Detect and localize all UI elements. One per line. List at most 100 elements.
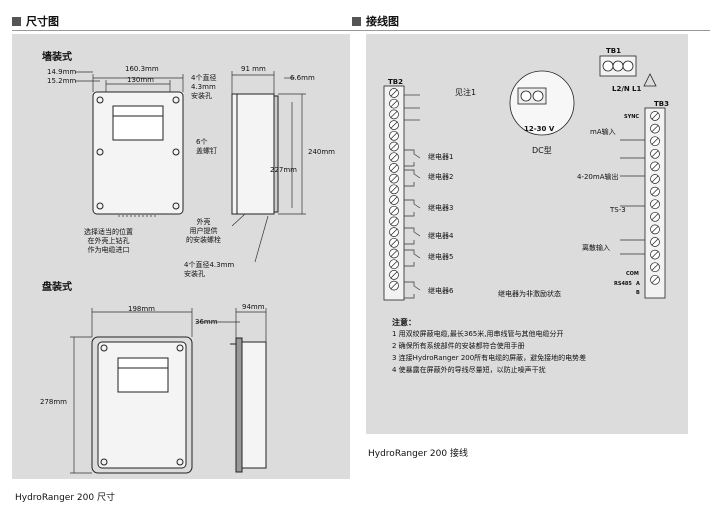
screw-slot	[390, 250, 398, 257]
screw-slot	[651, 150, 659, 158]
relay-contact-symbol	[404, 169, 421, 187]
dim-240mm: 240mm	[308, 148, 335, 156]
screw-slot	[390, 132, 398, 140]
section-title-wiring: 接线图	[366, 15, 399, 28]
b-label: B	[636, 290, 640, 296]
screw-slot	[390, 164, 398, 172]
screw-slot	[390, 207, 398, 214]
tb2-wiring	[404, 94, 420, 121]
tb2-label: TB2	[388, 78, 403, 86]
ma-output-label: 4-20mA输出	[577, 173, 619, 181]
note-4-holes: 4个直径 4.3mm 安装孔	[191, 74, 217, 100]
screw-slot	[651, 238, 659, 246]
screw-slot	[651, 175, 659, 183]
screw-slot	[390, 260, 398, 268]
screw-slot	[390, 121, 398, 129]
dc-voltage-label: 12-30 V	[524, 125, 555, 133]
tb3-wiring	[620, 139, 645, 255]
discrete-input-label: 离散输入	[582, 244, 610, 252]
panel-enclosure-front	[91, 336, 193, 474]
screw-slot	[390, 282, 398, 289]
note-cable-entry: 选择适当的位置 在外壳上钻孔 作为电缆进口	[84, 228, 133, 254]
note-6-screws: 6个 盖螺钉	[196, 138, 217, 155]
dim-130mm: 130mm	[127, 76, 154, 84]
wiring-caption: HydroRanger 200 接线	[368, 449, 468, 459]
relay1-label: 继电器1	[428, 153, 454, 161]
notes-title: 注意：	[392, 318, 416, 327]
screw-slot	[390, 153, 398, 161]
note-shell-bolts: 外壳 用户提供 的安装螺栓	[186, 218, 221, 244]
screw-slot	[390, 196, 398, 204]
screw-slot	[390, 271, 398, 279]
header-rule	[12, 30, 352, 31]
sync-label: SYNC	[624, 114, 640, 120]
screw-slot	[651, 188, 659, 195]
header-rule	[352, 30, 710, 31]
com-label: COM	[626, 271, 639, 277]
relay-contact-symbol	[404, 199, 421, 217]
relay-contact-symbol	[404, 227, 421, 245]
warning-icon	[643, 73, 657, 87]
relay-contact-symbol	[404, 281, 421, 299]
see-note-label: 见注1	[455, 88, 477, 97]
note-4: 4 使暴露在屏蔽外的导线尽量短，以防止噪声干扰	[392, 366, 546, 374]
tb2-screws	[389, 88, 399, 291]
dim-94mm: 94mm	[242, 303, 265, 311]
dc-type-label: DC型	[532, 146, 552, 155]
screw-slot	[390, 175, 398, 182]
relay-state-note: 继电器为非激励状态	[498, 290, 561, 298]
screw-slot	[390, 239, 398, 247]
relay-contacts	[404, 149, 421, 299]
screw-slot	[390, 218, 398, 225]
screw-slot	[651, 125, 659, 132]
section-header-wiring: 接线图	[352, 12, 399, 30]
dim-36mm: 36mm	[195, 318, 218, 326]
screw-slot	[651, 163, 659, 170]
note-2: 2 确保所有系统部件的安装都符合使用手册	[392, 342, 525, 350]
screw-slot	[651, 200, 659, 208]
dim-160-3mm: 160.3mm	[125, 65, 159, 73]
section-header-dimensions: 尺寸图	[12, 12, 59, 30]
screw-slot	[390, 89, 398, 97]
dc-type-detail	[509, 70, 575, 136]
screw-slot	[390, 186, 398, 193]
dim-14-9mm: 14.9mm	[47, 68, 77, 76]
dim-6-6mm: 6.6mm	[290, 74, 315, 82]
tb1-label: TB1	[606, 47, 621, 55]
dim-198mm: 198mm	[128, 305, 155, 313]
screw-slot	[390, 111, 398, 118]
screw-slot	[651, 112, 659, 120]
wall-mount-heading: 墙装式	[42, 52, 72, 63]
screw-slot	[390, 100, 398, 107]
section-bullet	[352, 16, 361, 26]
ma-input-label: mA输入	[590, 128, 616, 136]
screw-slot	[390, 143, 398, 150]
tb1-block	[599, 55, 637, 77]
relay5-label: 继电器5	[428, 253, 454, 261]
screw-slot	[651, 213, 659, 221]
l2n-label: L2/N	[612, 85, 630, 93]
tb3-screws	[650, 111, 660, 285]
panel-enclosure-side	[230, 337, 267, 473]
wall-enclosure-front	[92, 91, 184, 215]
ts3-label: TS-3	[610, 206, 626, 214]
screw-slot	[651, 137, 659, 145]
note-4-holes-b: 4个直径4.3mm 安装孔	[184, 261, 235, 278]
a-label: A	[636, 281, 640, 287]
screw-slot	[651, 276, 659, 284]
relay-contact-symbol	[404, 249, 421, 267]
dimension-caption: HydroRanger 200 尺寸	[15, 493, 115, 503]
dim-15-2mm: 15.2mm	[47, 77, 77, 85]
dim-91mm: 91 mm	[241, 65, 266, 73]
section-bullet	[12, 16, 21, 26]
screw-slot	[651, 263, 659, 271]
relay-contact-symbol	[404, 149, 421, 167]
tb3-label: TB3	[654, 100, 669, 108]
section-title-dimensions: 尺寸图	[26, 15, 59, 28]
note-3: 3 连接HydroRanger 200所有电缆的屏蔽，避免接地的电势差	[392, 354, 587, 362]
wall-enclosure-side	[231, 93, 279, 215]
note-1: 1 用双绞屏蔽电缆,最长365米,用串线管与其他电缆分开	[392, 330, 564, 338]
dim-227mm: 227mm	[270, 166, 297, 174]
